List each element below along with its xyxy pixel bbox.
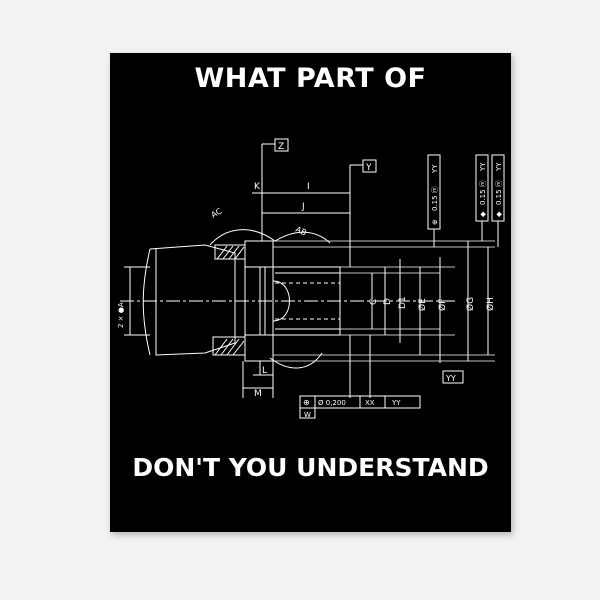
fcf-bottom-value: Ø 0,200: [318, 399, 346, 407]
fcf-3-value: 0.15 ⓜ: [495, 180, 503, 205]
bottom-dims: [242, 335, 371, 398]
poster-canvas: WHAT PART OF: [110, 53, 511, 532]
dim-oh-label: ØH: [485, 297, 496, 311]
fcf-3-symbol: ◆: [495, 211, 503, 217]
dim-l-label: L: [262, 366, 267, 376]
dim-oe-label: ØE: [417, 298, 428, 311]
top-dims: [252, 143, 363, 267]
fcf-1-datum: YY: [431, 164, 439, 174]
fcf-bottom-datum1: XX: [365, 399, 375, 407]
dim-j-label: J: [301, 202, 305, 212]
datum-z-box: [274, 138, 289, 152]
dim-og-label: ØG: [465, 297, 476, 311]
datum-yy-box: [442, 370, 464, 384]
dim-2xa-label: 2 × ●A: [117, 302, 125, 328]
bore-internal-lines: [259, 267, 340, 335]
left-dim: [124, 266, 150, 336]
dim-m-label: M: [254, 389, 262, 399]
fcf-3-datum: YY: [495, 162, 503, 172]
drawing-labels: Z Y YY W K I J AC AB C D D1 ØE ØF ØG ØH …: [117, 142, 503, 419]
dim-d-label: D: [383, 298, 393, 305]
datum-yy-label: YY: [445, 374, 456, 383]
arc-bottom: [269, 352, 323, 369]
dim-c-label: C: [369, 299, 379, 305]
datum-w-label: W: [304, 411, 311, 419]
dim-k-label: K: [254, 182, 261, 192]
arc-ac: [209, 229, 276, 246]
datum-w-box: [299, 407, 316, 419]
shaft-break-line: [142, 248, 151, 356]
datum-y-label: Y: [365, 163, 372, 173]
fcf-bottom-symbol: ⊕: [303, 398, 310, 407]
shaft-outline: [149, 244, 236, 356]
headline-bottom: DON'T YOU UNDERSTAND: [132, 453, 489, 482]
dim-d1-label: D1: [398, 296, 408, 309]
fcf-2-datum: YY: [479, 162, 487, 172]
fcf-2-symbol: ◆: [479, 211, 487, 217]
fcf-2-value: 0.15 ⓜ: [479, 180, 487, 205]
vertical-dims: [371, 241, 489, 363]
datum-z-label: Z: [278, 142, 284, 152]
dim-ac-label: AC: [210, 206, 224, 219]
bore-outline: [244, 266, 341, 336]
arc-ab: [274, 231, 331, 244]
headline-top: WHAT PART OF: [194, 63, 427, 94]
dim-i-label: I: [307, 182, 310, 192]
fcf-bottom-datum2: YY: [391, 399, 401, 407]
fcf-1-value: 0.15 ⓜ: [431, 186, 439, 211]
datum-y-box: [362, 159, 377, 173]
fcf-1-symbol: ⊕: [431, 219, 439, 225]
dim-ab-label: AB: [294, 225, 308, 238]
dim-of-label: ØF: [437, 299, 448, 311]
extension-lines: [273, 240, 495, 362]
engineering-drawing: [120, 138, 505, 419]
